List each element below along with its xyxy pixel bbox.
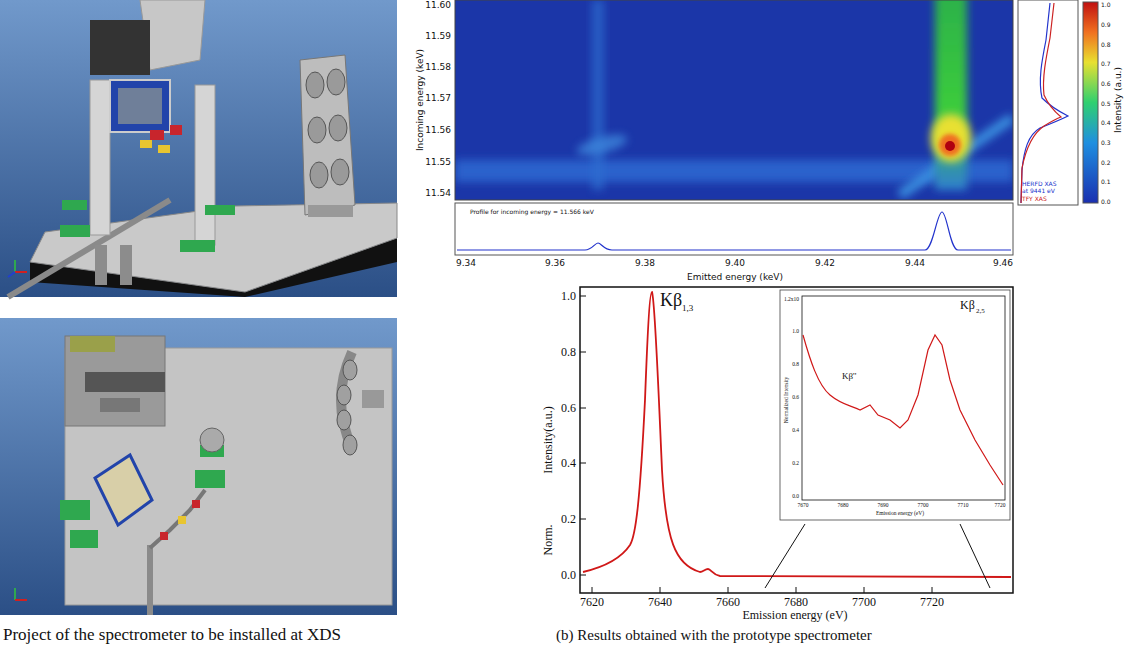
colorbar-tick: 0.6 bbox=[1101, 80, 1111, 87]
tick-label: 11.56 bbox=[425, 125, 451, 135]
tick-label: 7700 bbox=[918, 502, 929, 508]
tick-label: 7670 bbox=[798, 502, 809, 508]
tick-label: 7620 bbox=[580, 595, 604, 610]
tick-label: 9.38 bbox=[635, 258, 655, 268]
peak-subscript: 1,3 bbox=[682, 303, 693, 313]
cad-top-view bbox=[0, 318, 397, 615]
tick-label: 0.2 bbox=[792, 460, 799, 466]
axis-title: Norm. bbox=[541, 525, 556, 556]
colorbar-tick: 0.2 bbox=[1101, 159, 1111, 166]
tick-label: 11.60 bbox=[425, 0, 451, 10]
tick-label: 11.55 bbox=[425, 157, 451, 167]
tick-label: 7690 bbox=[878, 502, 889, 508]
colorbar-tick: 0.9 bbox=[1101, 21, 1111, 28]
tick-label: 9.34 bbox=[456, 258, 476, 268]
axis-title: Incoming energy (keV) bbox=[415, 49, 425, 151]
legend-text: at 9441 eV bbox=[1022, 187, 1055, 194]
colorbar-tick: 0.8 bbox=[1101, 41, 1111, 48]
profile-note: Profile for incoming energy = 11.566 keV bbox=[470, 208, 594, 215]
tick-label: 0.8 bbox=[792, 361, 799, 367]
tick-label: 7680 bbox=[838, 502, 849, 508]
tick-label: 7640 bbox=[648, 595, 672, 610]
figure-caption: Project of the spectrometer to be instal… bbox=[3, 625, 341, 645]
tick-label: 9.44 bbox=[905, 258, 925, 268]
tick-label: 0.0 bbox=[561, 568, 576, 583]
axis-title: Normalized Intensity bbox=[783, 377, 789, 424]
tick-label: 1.0 bbox=[561, 289, 576, 304]
tick-label: 0.0 bbox=[792, 493, 799, 499]
tick-label: 0.4 bbox=[561, 456, 576, 471]
colorbar-tick: 0.0 bbox=[1101, 198, 1111, 205]
emission-spectrum bbox=[580, 287, 1013, 593]
tick-label: 7720 bbox=[920, 595, 944, 610]
peak-label: Kβ'' bbox=[842, 371, 856, 381]
tick-label: 9.36 bbox=[545, 258, 565, 268]
tick-label: 11.58 bbox=[425, 62, 451, 72]
legend-text: TFY XAS bbox=[1022, 195, 1047, 202]
tick-label: 0.2 bbox=[561, 512, 576, 527]
colorbar-tick: 0.1 bbox=[1101, 178, 1111, 185]
tick-label: 7680 bbox=[784, 595, 808, 610]
tick-label: 7660 bbox=[716, 595, 740, 610]
tick-label: 7720 bbox=[995, 502, 1006, 508]
tick-label: 7700 bbox=[852, 595, 876, 610]
figure-caption: (b) Results obtained with the prototype … bbox=[556, 627, 872, 644]
tick-label: 0.4 bbox=[792, 427, 799, 433]
axis-title: Intensity (a.u.) bbox=[1113, 67, 1123, 133]
tick-label: 11.57 bbox=[425, 93, 451, 103]
tick-label: 9.40 bbox=[725, 258, 745, 268]
tick-label: 9.42 bbox=[815, 258, 835, 268]
axis-title: Emission energy (eV) bbox=[742, 608, 847, 623]
peak-label: Kβ bbox=[660, 290, 682, 311]
colorbar-tick: 0.3 bbox=[1101, 139, 1111, 146]
tick-label: 0.6 bbox=[792, 394, 799, 400]
axis-title: Intensity(a.u.) bbox=[541, 406, 556, 473]
tick-label: 0.8 bbox=[561, 345, 576, 360]
tick-label: 0.6 bbox=[561, 401, 576, 416]
tick-label: 9.46 bbox=[993, 258, 1013, 268]
tick-label: 11.59 bbox=[425, 31, 451, 41]
axis-title: Emitted energy (keV) bbox=[687, 272, 783, 282]
peak-label: Kβ bbox=[960, 298, 975, 313]
tick-label: 1.2x10 bbox=[784, 296, 799, 302]
colorbar-tick: 0.7 bbox=[1101, 60, 1111, 67]
tick-label: 11.54 bbox=[425, 188, 451, 198]
rixs-map bbox=[455, 0, 1098, 255]
colorbar-tick: 0.4 bbox=[1101, 119, 1111, 126]
legend-text: HERFD XAS bbox=[1022, 180, 1056, 187]
tick-label: 1.0 bbox=[792, 328, 799, 334]
colorbar-tick: 0.5 bbox=[1101, 100, 1111, 107]
peak-subscript: 2,5 bbox=[976, 307, 985, 315]
cad-perspective bbox=[0, 0, 397, 297]
colorbar-tick: 1.0 bbox=[1101, 1, 1111, 8]
axis-title: Emission energy (eV) bbox=[876, 510, 924, 516]
tick-label: 7710 bbox=[958, 502, 969, 508]
